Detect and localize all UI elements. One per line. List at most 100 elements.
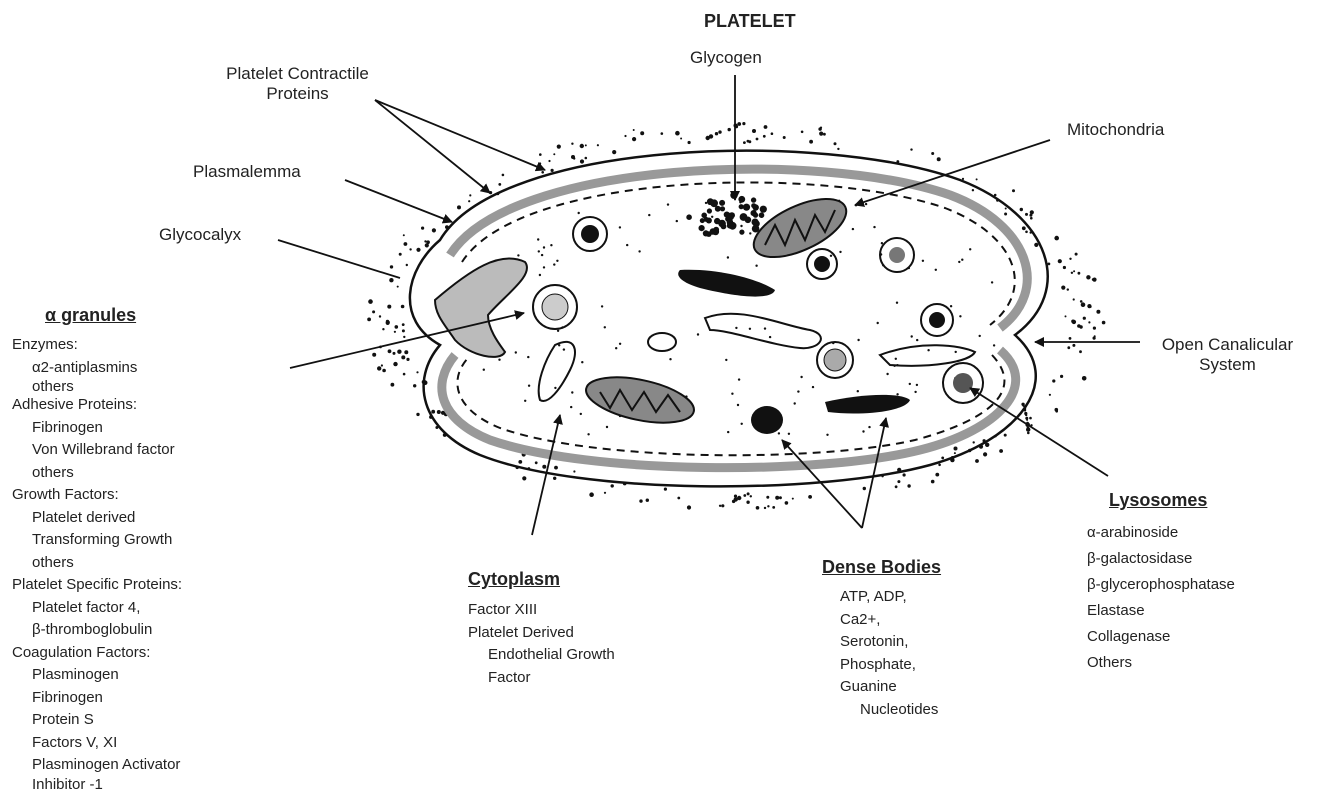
- glycocalyx-dot: [1088, 321, 1090, 323]
- cytoplasm-dot: [788, 433, 790, 435]
- glycocalyx-dot: [403, 336, 405, 338]
- cytoplasm-dot: [731, 393, 733, 395]
- glycocalyx-dot: [1089, 306, 1091, 308]
- cytoplasm-dot: [580, 413, 582, 415]
- cytoplasm-dot: [604, 326, 606, 328]
- cytoplasm-dot: [676, 220, 678, 222]
- glycocalyx-dot: [1072, 344, 1075, 347]
- glycogen-particle: [743, 204, 750, 211]
- glycocalyx-dot: [1078, 272, 1081, 275]
- glycocalyx-dot: [1004, 434, 1007, 437]
- list-item: Adhesive Proteins:: [12, 394, 182, 417]
- glycocalyx-dot: [389, 278, 393, 282]
- glycocalyx-dot: [1073, 270, 1075, 272]
- cytoplasm-heading: Cytoplasm: [468, 569, 560, 589]
- list-item: others: [12, 462, 182, 485]
- glycogen-particles: [686, 192, 767, 237]
- glycogen-particle: [707, 208, 712, 213]
- cytoplasm-dot: [826, 434, 828, 436]
- glycogen-particle: [724, 212, 730, 218]
- glycocalyx-dot: [771, 132, 774, 135]
- glycocalyx-dot: [1071, 272, 1073, 274]
- glycocalyx-dot: [604, 492, 606, 494]
- plasmalemma-label: Plasmalemma: [193, 162, 301, 182]
- glycocalyx-dot: [1054, 236, 1059, 241]
- list-item: Enzymes:: [12, 334, 182, 357]
- list-item: β-glycerophosphatase: [1087, 572, 1235, 598]
- cytoplasm-dot: [740, 225, 742, 227]
- glycocalyx-dot: [1072, 320, 1076, 324]
- glycocalyx-dot: [541, 171, 544, 174]
- glycogen-particle: [719, 200, 725, 206]
- glycocalyx-dot: [639, 499, 642, 502]
- glycocalyx-dot: [680, 138, 682, 140]
- glycocalyx-dot: [954, 447, 958, 451]
- glycocalyx-dot: [801, 131, 804, 134]
- canalicular-tube-3: [539, 342, 575, 401]
- glycocalyx-dot: [580, 159, 584, 163]
- cytoplasm-dot: [541, 254, 543, 256]
- glycocalyx-dot: [734, 497, 738, 501]
- glycocalyx-dot: [772, 506, 775, 509]
- cytoplasm-dot: [563, 348, 565, 350]
- glycocalyx-dot: [941, 457, 944, 460]
- glycocalyx-dot: [973, 441, 975, 443]
- cytoplasm-dot: [911, 335, 913, 337]
- glycocalyx-dot: [664, 488, 667, 491]
- glycocalyx-dot: [935, 473, 939, 477]
- cytoplasm-dot: [527, 356, 529, 358]
- list-item: β-thromboglobulin: [12, 619, 182, 642]
- cytoplasm-dot: [538, 250, 540, 252]
- cytoplasm-dot: [498, 359, 500, 361]
- glycocalyx-dot: [809, 140, 813, 144]
- glycocalyx-dot: [397, 286, 399, 288]
- glycocalyx-dot: [937, 157, 941, 161]
- glycocalyx-dot: [1030, 217, 1033, 220]
- glycocalyx-dot: [432, 228, 436, 232]
- glycogen-particle: [760, 206, 767, 213]
- glycocalyx-dot: [1079, 350, 1082, 353]
- glycocalyx-dot: [1081, 302, 1086, 307]
- glycocalyx-dot: [632, 137, 636, 141]
- lysosomes-heading: Lysosomes: [1109, 490, 1207, 510]
- glycocalyx-dot: [1026, 427, 1030, 431]
- glycocalyx-dot: [437, 410, 441, 414]
- cytoplasm-dot: [862, 430, 864, 432]
- glycocalyx-dot: [518, 460, 522, 464]
- glycocalyx-dot: [1075, 253, 1078, 256]
- glycocalyx-dot: [416, 371, 418, 373]
- list-item: Factor: [468, 667, 615, 690]
- cytoplasm-dot: [914, 391, 916, 393]
- glycocalyx-dot: [571, 155, 575, 159]
- glycocalyx-dot: [675, 131, 680, 136]
- cytoplasm-dot: [896, 302, 898, 304]
- cytoplasm-dot: [615, 347, 617, 349]
- cytoplasm-dot: [868, 426, 870, 428]
- list-item: Elastase: [1087, 598, 1235, 624]
- glycocalyx-dot: [539, 153, 542, 156]
- glycocalyx-dot: [734, 495, 737, 498]
- glycogen-particle: [703, 230, 709, 236]
- list-item: β-galactosidase: [1087, 546, 1235, 572]
- glycocalyx-dot: [457, 205, 461, 209]
- glycocalyx-dot: [779, 496, 782, 499]
- glycocalyx-dot: [972, 189, 974, 191]
- glycocalyx-dot: [382, 328, 384, 330]
- glycogen-particle: [707, 198, 714, 205]
- glycocalyx-dot: [1004, 213, 1007, 216]
- cytoplasm-dot: [587, 433, 589, 435]
- glycocalyx-dot: [837, 148, 839, 150]
- glycocalyx-dot: [409, 248, 411, 250]
- dense-bodies-heading: Dense Bodies: [822, 557, 941, 577]
- list-item: others: [12, 552, 182, 575]
- glycocalyx-dot: [766, 496, 769, 499]
- cytoplasm-dot: [578, 212, 580, 214]
- list-item: Others: [1087, 650, 1235, 676]
- cytoplasm-dot: [812, 386, 814, 388]
- cytoplasm-dot: [749, 328, 751, 330]
- list-item: α-arabinoside: [1087, 520, 1235, 546]
- dense-body: [751, 406, 783, 434]
- glycocalyx-dot: [1067, 288, 1069, 290]
- cytoplasm-dot: [735, 327, 737, 329]
- glycocalyx-dot: [542, 465, 546, 469]
